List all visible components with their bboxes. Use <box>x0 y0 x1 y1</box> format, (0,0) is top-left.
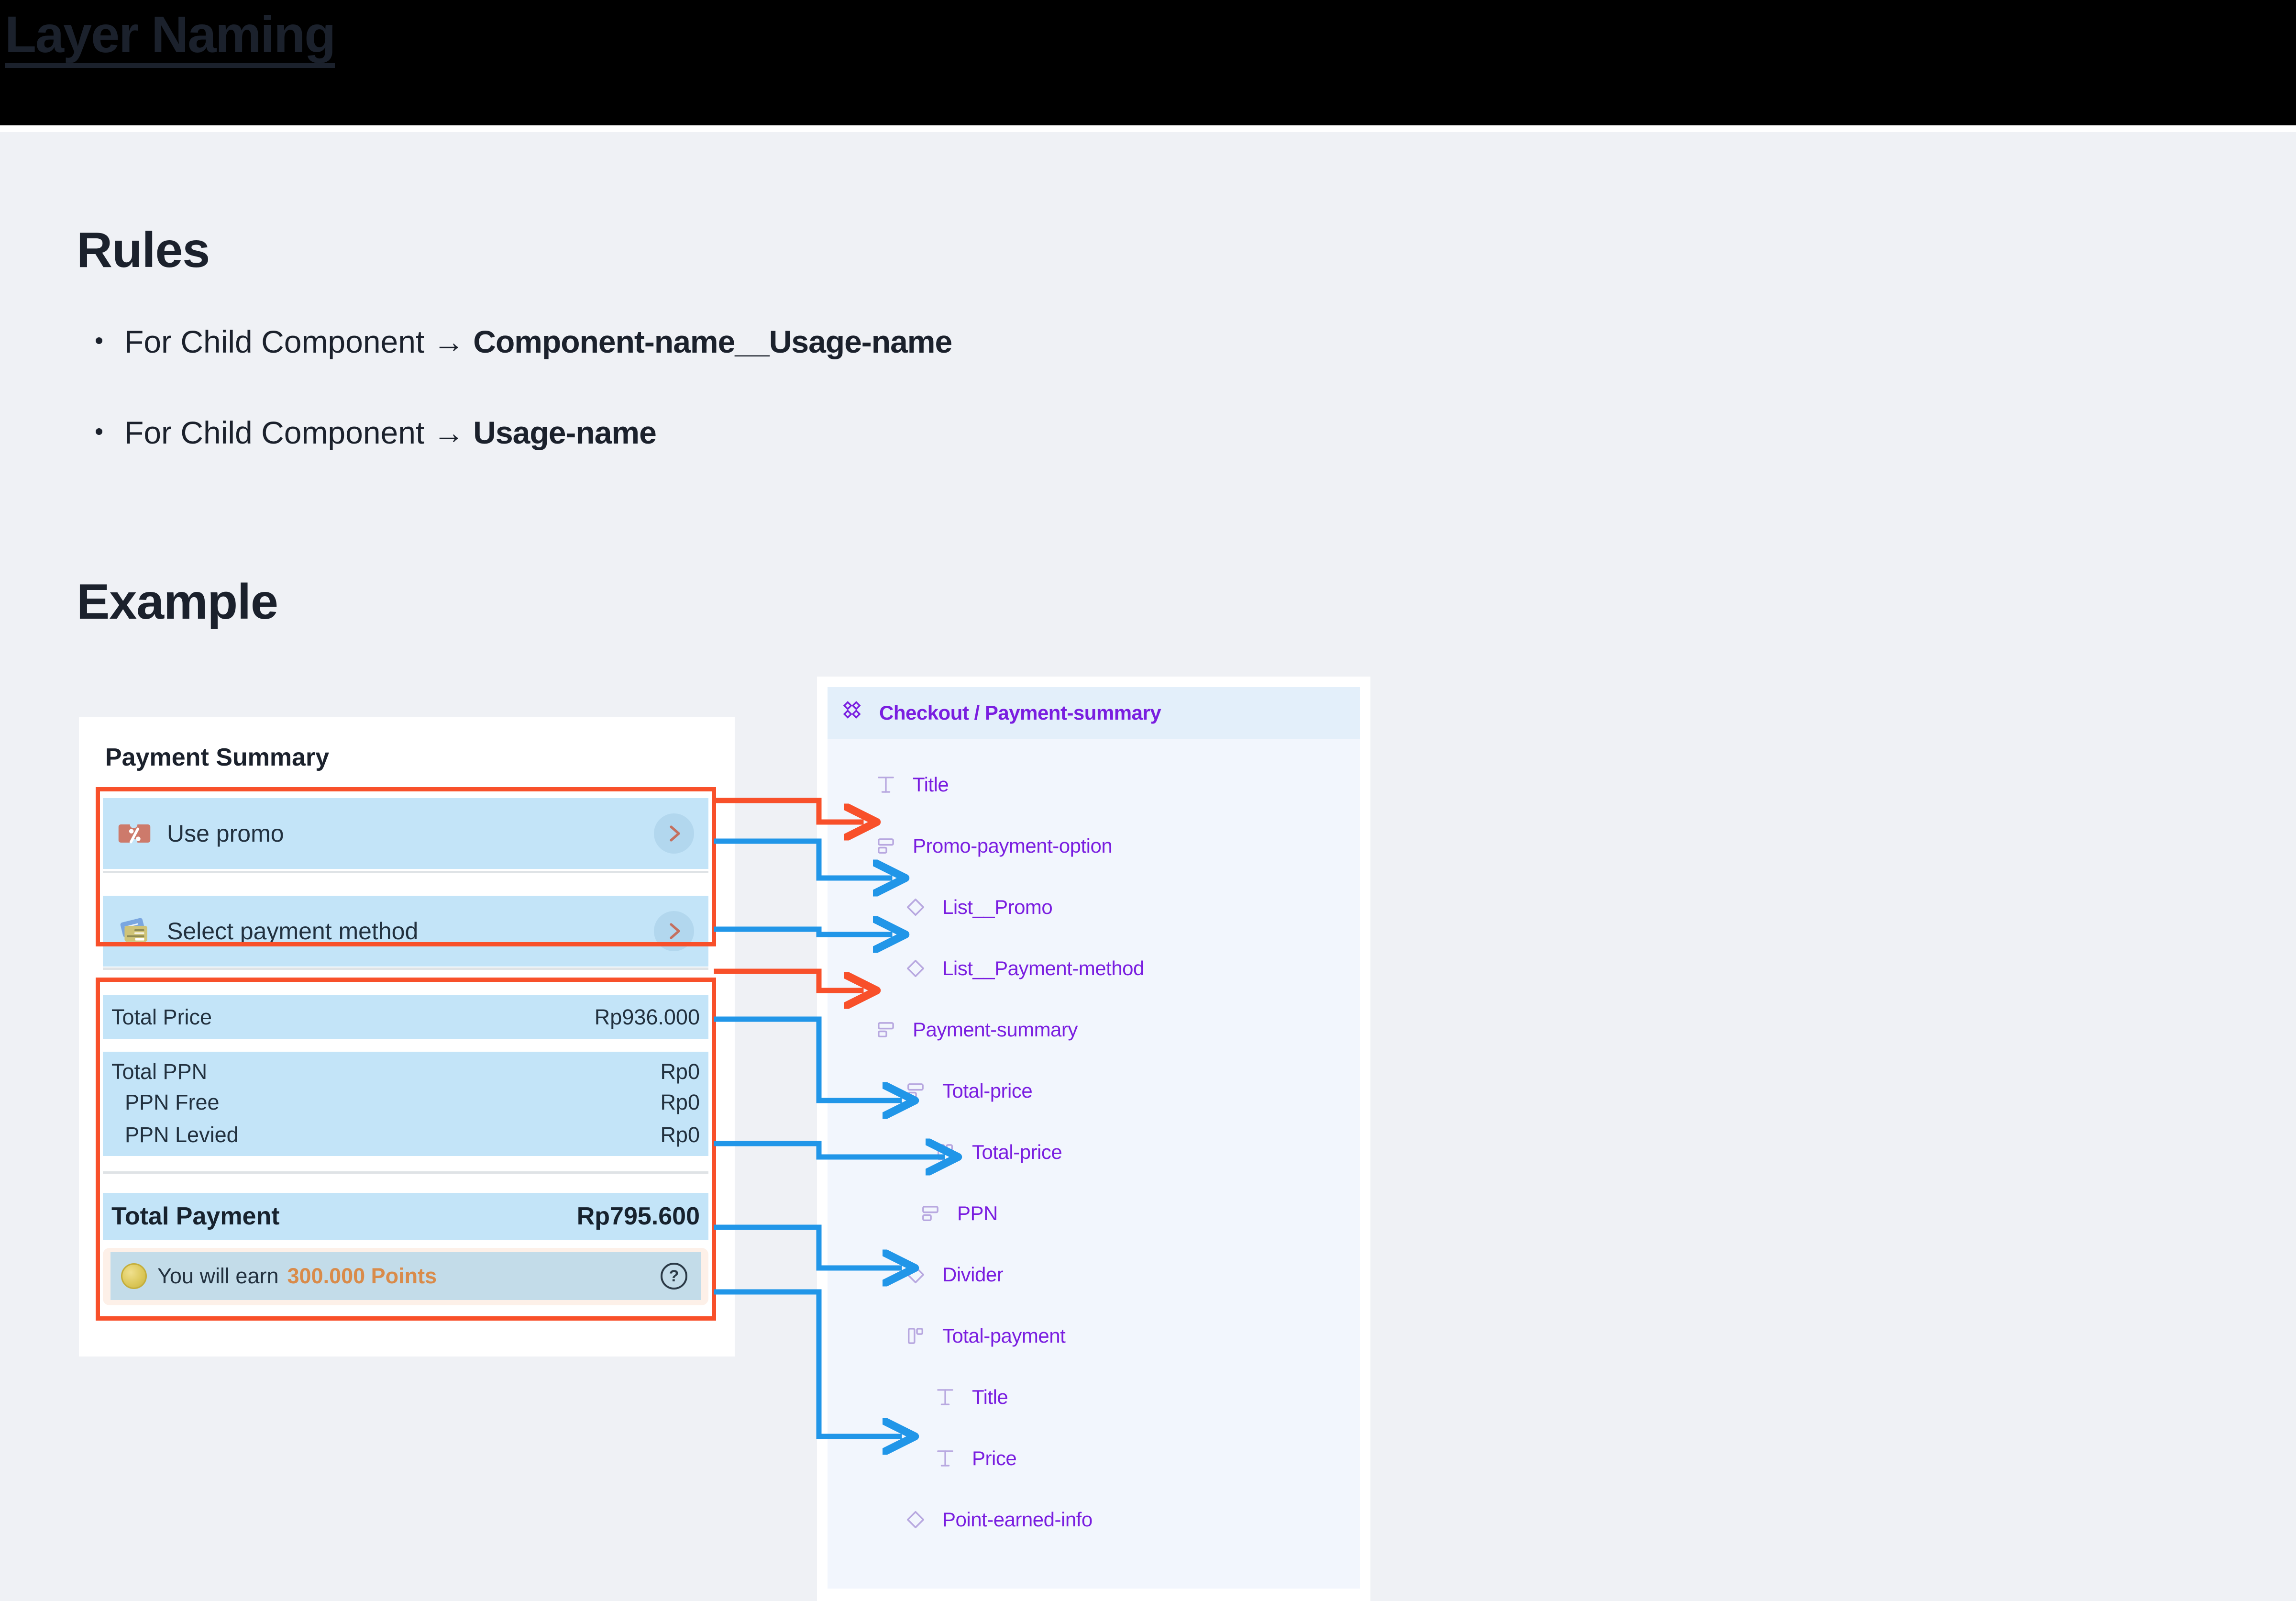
layer-row[interactable]: List__Payment-method <box>828 951 1360 986</box>
divider <box>103 871 708 873</box>
payment-card-icon <box>116 913 153 949</box>
layer-row[interactable]: Payment-summary <box>828 1012 1360 1047</box>
price-label: Total Price <box>111 1005 212 1029</box>
divider <box>103 967 708 970</box>
instance-diamond-icon <box>903 1262 928 1287</box>
layer-row[interactable]: Title <box>828 1380 1360 1414</box>
rule-item-0: For Child Component → Component-name__Us… <box>96 323 952 360</box>
bullet-icon <box>96 337 102 344</box>
price-row-total-payment: Total Payment Rp795.600 <box>103 1193 708 1240</box>
page-title: Layer Naming <box>5 9 336 68</box>
points-earned-row[interactable]: You will earn 300.000 Points ? <box>110 1252 701 1300</box>
frame-vertical-icon <box>903 1078 928 1103</box>
annotation-box-payment-summary <box>96 978 716 1321</box>
bullet-icon <box>96 428 102 435</box>
instance-diamond-icon <box>903 956 928 981</box>
payment-summary-card: Payment Summary Use promo <box>79 717 735 1356</box>
coin-icon <box>121 1263 147 1289</box>
text-layer-icon <box>933 1385 958 1410</box>
list-item-label: Use promo <box>167 820 284 847</box>
layer-label: Total-price <box>942 1079 1033 1102</box>
price-row-total-price: Total Price Rp936.000 <box>103 995 708 1039</box>
layer-row[interactable]: Total-price <box>828 1135 1360 1169</box>
price-label: Total PPN <box>111 1059 208 1084</box>
layer-row[interactable]: PPN <box>828 1196 1360 1231</box>
annotation-box-promo-payment-option <box>96 787 716 946</box>
points-text: You will earn <box>157 1264 279 1288</box>
price-value: Rp795.600 <box>576 1202 700 1230</box>
promo-ticket-icon <box>116 815 153 852</box>
rules-heading: Rules <box>77 222 210 278</box>
text-layer-icon <box>873 772 898 797</box>
page-body: Rules For Child Component → Component-na… <box>0 132 2296 1601</box>
text-layer-icon <box>933 1446 958 1471</box>
list-item-label: Select payment method <box>167 918 419 945</box>
arrow-right-icon: → <box>433 324 465 359</box>
layer-label: PPN <box>957 1202 998 1224</box>
payment-summary-title: Payment Summary <box>105 744 330 771</box>
chevron-right-icon[interactable] <box>654 813 694 854</box>
layer-row[interactable]: Point-earned-info <box>828 1502 1360 1537</box>
layer-row[interactable]: Price <box>828 1441 1360 1476</box>
frame-vertical-icon <box>918 1201 943 1226</box>
layer-label: Total-payment <box>942 1324 1066 1347</box>
help-circle-icon[interactable]: ? <box>661 1263 687 1290</box>
price-label: PPN Free <box>125 1090 220 1114</box>
layer-label: Divider <box>942 1263 1004 1286</box>
header-underline <box>0 125 2296 132</box>
price-value: Rp0 <box>660 1123 700 1147</box>
list-item-select-payment-method[interactable]: Select payment method <box>103 896 708 967</box>
layer-label: Price <box>972 1447 1017 1469</box>
layer-label: List__Promo <box>942 896 1053 918</box>
instance-diamond-icon <box>903 895 928 920</box>
instance-diamond-icon <box>903 1507 928 1532</box>
frame-vertical-icon <box>873 1017 898 1042</box>
price-value: Rp0 <box>660 1059 700 1084</box>
price-row-total-ppn: Total PPN Rp0 <box>103 1052 708 1156</box>
layer-label: List__Payment-method <box>942 957 1144 979</box>
rule-pattern: Component-name__Usage-name <box>473 324 952 359</box>
points-amount: 300.000 Points <box>287 1264 437 1288</box>
layer-row[interactable]: Promo-payment-option <box>828 829 1360 863</box>
arrow-right-icon: → <box>433 415 465 450</box>
layer-breadcrumb-label: Checkout / Payment-summary <box>879 701 1161 724</box>
list-item-use-promo[interactable]: Use promo <box>103 798 708 869</box>
frame-vertical-icon <box>873 834 898 858</box>
layer-label: Promo-payment-option <box>913 834 1113 857</box>
component-set-icon <box>840 700 865 725</box>
divider <box>103 1171 708 1174</box>
price-value: Rp936.000 <box>594 1005 700 1029</box>
layer-label: Title <box>913 773 949 796</box>
price-label: PPN Levied <box>125 1123 239 1147</box>
price-label: Total Payment <box>111 1202 280 1230</box>
rule-prefix: For Child Component <box>124 415 425 450</box>
price-row-ppn-levied: PPN Levied Rp0 <box>103 1113 708 1157</box>
rule-prefix: For Child Component <box>124 324 425 359</box>
layer-row-component-set[interactable]: Checkout / Payment-summary <box>828 687 1360 739</box>
top-header-bar: Layer Naming <box>0 0 2296 125</box>
price-value: Rp0 <box>660 1090 700 1114</box>
layer-row[interactable]: Title <box>828 767 1360 802</box>
price-row-ppn-free: PPN Free Rp0 <box>103 1080 708 1124</box>
layer-label: Payment-summary <box>913 1018 1078 1041</box>
rule-item-1: For Child Component → Usage-name <box>96 414 657 451</box>
layer-row[interactable]: List__Promo <box>828 890 1360 924</box>
example-heading: Example <box>77 574 278 630</box>
layer-row[interactable]: Total-price <box>828 1074 1360 1108</box>
layer-label: Point-earned-info <box>942 1508 1093 1531</box>
layer-row[interactable]: Total-payment <box>828 1319 1360 1353</box>
frame-horizontal-icon <box>933 1140 958 1165</box>
layer-label: Total-price <box>972 1141 1062 1163</box>
rule-pattern: Usage-name <box>473 415 656 450</box>
layer-label: Title <box>972 1386 1008 1408</box>
frame-horizontal-icon <box>903 1323 928 1348</box>
layer-row[interactable]: Divider <box>828 1257 1360 1292</box>
